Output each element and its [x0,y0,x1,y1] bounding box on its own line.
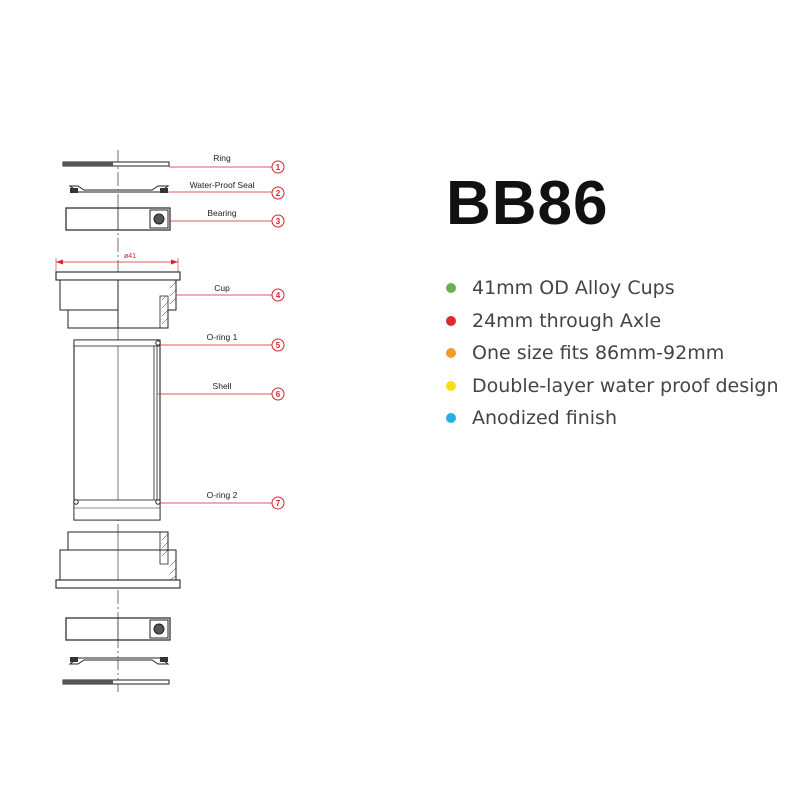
callout-number-3: 3 [276,217,281,226]
part-bearing-bottom [65,617,171,641]
callout-label-bearing: Bearing [207,208,237,218]
feature-item: Double-layer water proof design [446,370,779,403]
callout-number-2: 2 [276,189,281,198]
product-title: BB86 [446,169,609,238]
callout-water-proof-seal: Water-Proof Seal 2 [168,180,285,200]
callout-number-7: 7 [276,499,281,508]
feature-text: Double-layer water proof design [472,374,779,397]
callout-number-1: 1 [276,163,281,172]
feature-item: Anodized finish [446,402,779,435]
callout-label-water-proof-seal: Water-Proof Seal [190,180,255,190]
part-ring-top [62,161,170,167]
feature-text: One size fits 86mm-92mm [472,342,725,365]
feature-item: 41mm OD Alloy Cups [446,272,779,305]
callout-label-shell: Shell [213,381,232,391]
callout-shell: Shell 6 [157,381,285,401]
callout-label-o-ring-1: O-ring 1 [207,332,238,342]
part-cup-bottom [55,531,181,589]
part-ring-bottom [62,679,170,685]
bullet-dot-icon [446,413,456,424]
callout-label-ring: Ring [213,153,231,163]
feature-text: 24mm through Axle [472,309,662,332]
callout-bearing: Bearing 3 [170,208,285,228]
bullet-dot-icon [446,380,456,391]
callout-number-4: 4 [276,291,281,300]
feature-text: 41mm OD Alloy Cups [472,277,675,300]
callout-label-cup: Cup [214,283,230,293]
bullet-dot-icon [446,315,456,326]
bullet-dot-icon [446,348,456,359]
part-seal-bottom [68,657,170,665]
bullet-dot-icon [446,283,456,294]
part-seal-top [68,185,170,193]
feature-item: One size fits 86mm-92mm [446,337,779,370]
dimension-o41: ø41 [55,253,179,272]
dimension-label: ø41 [124,253,136,260]
part-bearing-top [65,207,171,231]
bb86-exploded-diagram: ø41 [55,150,285,692]
callout-label-o-ring-2: O-ring 2 [207,490,238,500]
callout-o-ring-1: O-ring 1 5 [160,332,285,352]
callout-number-6: 6 [276,390,281,399]
feature-list: 41mm OD Alloy Cups 24mm through Axle One… [446,272,779,435]
feature-item: 24mm through Axle [446,305,779,338]
callout-cup: Cup 4 [176,283,285,302]
part-cup-top [55,271,181,329]
callout-ring: Ring 1 [169,153,285,174]
callout-o-ring-2: O-ring 2 7 [160,490,285,510]
callout-number-5: 5 [276,341,281,350]
part-shell [73,339,161,521]
feature-text: Anodized finish [472,407,617,430]
